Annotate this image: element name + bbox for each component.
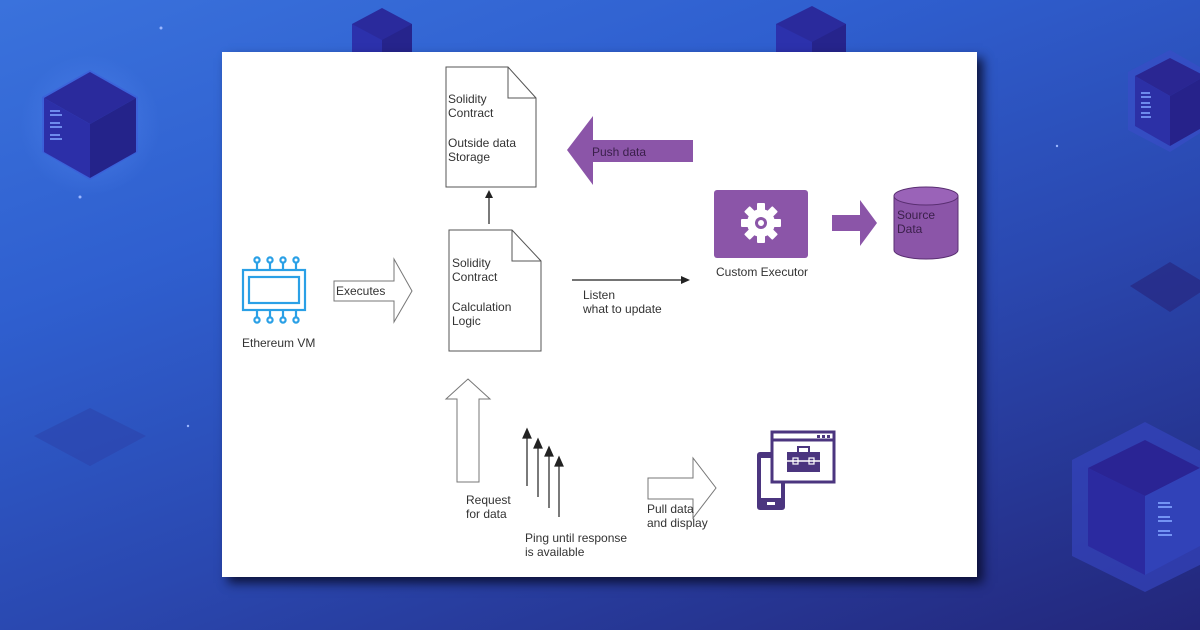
ping-label-line1: Ping until response (525, 531, 628, 545)
database-cylinder-icon (893, 186, 959, 260)
to-source-arrow (832, 200, 877, 246)
source-data-line1: Source (897, 208, 936, 222)
oracle-architecture-diagram (241, 66, 959, 520)
request-label-line2: for data (466, 507, 507, 521)
pull-data-arrow (647, 456, 717, 520)
blockchain-cube-icon (20, 55, 160, 195)
storage-contract-line4: Storage (448, 150, 491, 164)
sparkle-dot (1055, 144, 1059, 148)
push-data-label: Push data (592, 145, 647, 159)
sparkle-dot (159, 26, 163, 30)
listen-label-line1: Listen (583, 288, 616, 302)
pull-label-line2: and display (647, 516, 708, 530)
storage-contract-line1: Solidity (448, 92, 487, 106)
blockchain-cube-icon (1072, 422, 1200, 592)
arrowhead-up (485, 190, 493, 198)
calc-contract-line1: Solidity (452, 256, 491, 270)
mobile-browser-toolbox-icon (757, 430, 836, 510)
request-data-arrow (444, 378, 492, 483)
custom-executor-label: Custom Executor (716, 265, 809, 279)
sparkle-dot (186, 424, 190, 428)
listen-label-line2: what to update (583, 302, 662, 316)
storage-contract-line3: Outside data (448, 136, 517, 150)
ping-arrows (522, 427, 564, 517)
sparkle-dot (78, 195, 82, 199)
faint-diamond-shape (34, 408, 146, 466)
blockchain-cube-icon (1128, 50, 1200, 152)
calc-contract-line2: Contract (452, 270, 498, 284)
calc-contract-line3: Calculation (452, 300, 512, 314)
faint-diamond-shape (1130, 262, 1200, 312)
gear-icon (741, 203, 781, 243)
blockchain-cube-icon (776, 6, 846, 52)
request-label-line1: Request (466, 493, 511, 507)
document-icon (445, 66, 537, 188)
arrowhead-right (681, 276, 690, 284)
source-data-line2: Data (897, 222, 923, 236)
blockchain-cube-icon (352, 8, 412, 52)
push-data-arrow (567, 116, 693, 185)
ping-label-line2: is available (525, 545, 585, 559)
executes-label: Executes (336, 284, 386, 298)
pull-label-line1: Pull data (647, 502, 694, 516)
calc-contract-line4: Logic (452, 314, 481, 328)
ethereum-vm-label: Ethereum VM (242, 336, 316, 350)
executes-arrow (333, 257, 413, 324)
document-icon (448, 229, 542, 352)
storage-contract-line2: Contract (448, 106, 494, 120)
diagram-panel: Ethereum VM Executes Solidity Contract O… (222, 52, 977, 577)
cpu-chip-icon (241, 256, 307, 324)
